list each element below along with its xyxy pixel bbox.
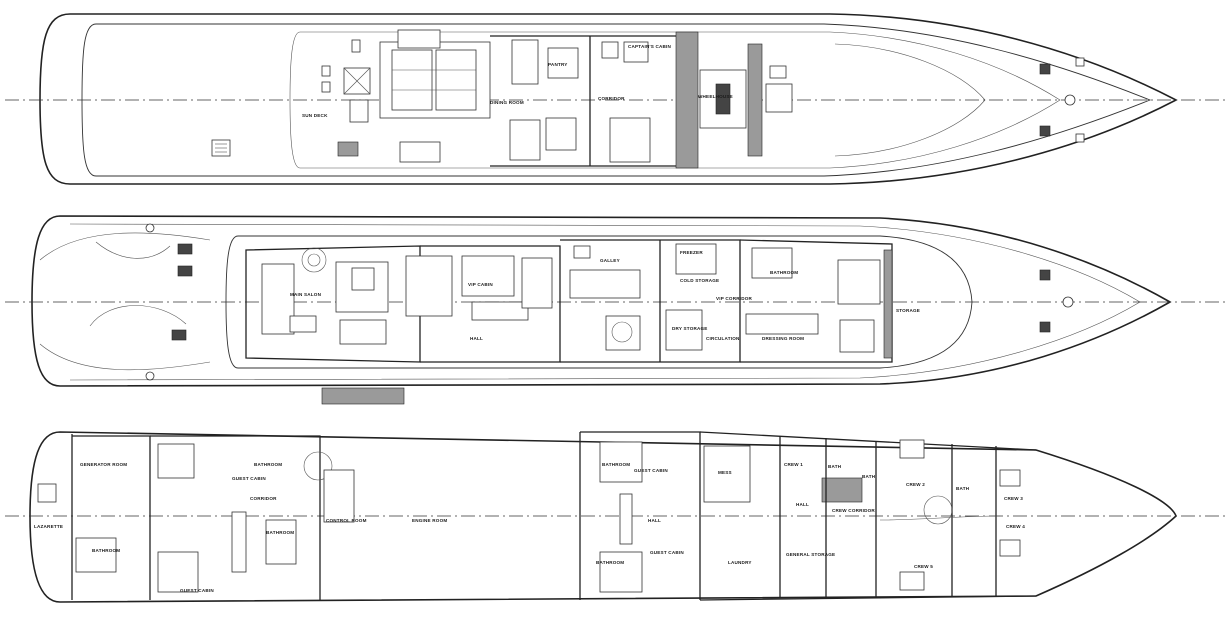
label-crew-2: CREW 2 <box>906 482 925 487</box>
label-freezer: FREEZER <box>680 250 703 255</box>
label-wheelhouse: WHEELHOUSE <box>698 94 733 99</box>
label-main-salon: MAIN SALON <box>290 292 322 297</box>
label-lower-corridor: CORRIDOR <box>250 496 277 501</box>
label-main-bathroom: BATHROOM <box>770 270 798 275</box>
label-lower-bathroom-2: BATHROOM <box>266 530 294 535</box>
label-galley: GALLEY <box>600 258 620 263</box>
label-guest-cabin-1: GUEST CABIN <box>232 476 266 481</box>
label-lower-hall: HALL <box>648 518 661 523</box>
label-crew-5: CREW 5 <box>914 564 933 569</box>
label-circulation: CIRCULATION <box>706 336 740 341</box>
main-deck-plan: MAIN SALON VIP CABIN GALLEY FREEZER COLD… <box>5 215 1226 405</box>
label-vip-cabin: VIP CABIN <box>468 282 493 287</box>
label-crew-1: CREW 1 <box>784 462 803 467</box>
label-crew-4: CREW 4 <box>1006 524 1025 529</box>
label-engine-room: ENGINE ROOM <box>412 518 447 523</box>
label-main-hall: HALL <box>470 336 483 341</box>
label-pantry: PANTRY <box>548 62 568 67</box>
label-guest-cabin-4: GUEST CABIN <box>650 550 684 555</box>
label-dressing-room: DRESSING ROOM <box>762 336 804 341</box>
label-cold-storage: COLD STORAGE <box>680 278 719 283</box>
label-mess: MESS <box>718 470 732 475</box>
lower-deck-plan: GENERATOR ROOM LAZARETTE BATHROOM GUEST … <box>5 431 1226 603</box>
label-general-storage: GENERAL STORAGE <box>786 552 835 557</box>
label-guest-cabin-3: GUEST CABIN <box>634 468 668 473</box>
label-crew-3: CREW 3 <box>1004 496 1023 501</box>
label-sun-deck: SUN DECK <box>302 113 328 118</box>
label-lower-bathroom-aft: BATHROOM <box>92 548 120 553</box>
label-lower-bathroom-3: BATHROOM <box>602 462 630 467</box>
label-laundry: LAUNDRY <box>728 560 752 565</box>
label-bath-2: BATH <box>862 474 876 479</box>
label-dining-room: DINING ROOM <box>490 100 524 105</box>
label-captains-cabin: CAPTAIN'S CABIN <box>628 44 672 49</box>
label-upper-corridor: CORRIDOR <box>598 96 625 101</box>
label-lower-bathroom-1: BATHROOM <box>254 462 282 467</box>
label-bath-3: BATH <box>956 486 970 491</box>
upper-deck-plan: DINING ROOM PANTRY WHEELHOUSE CORRIDOR C… <box>5 13 1226 185</box>
label-crew-corridor: CREW CORRIDOR <box>832 508 875 513</box>
label-storage: STORAGE <box>896 308 920 313</box>
label-dry-storage: DRY STORAGE <box>672 326 708 331</box>
label-lower-hall-2: HALL <box>796 502 809 507</box>
label-vip-corridor: VIP CORRIDOR <box>716 296 752 301</box>
label-lazarette: LAZARETTE <box>34 524 63 529</box>
label-generator-room: GENERATOR ROOM <box>80 462 127 467</box>
label-control-room: CONTROL ROOM <box>326 518 367 523</box>
label-lower-bathroom-4: BATHROOM <box>596 560 624 565</box>
label-guest-cabin-2: GUEST CABIN <box>180 588 214 593</box>
label-bath-1: BATH <box>828 464 842 469</box>
